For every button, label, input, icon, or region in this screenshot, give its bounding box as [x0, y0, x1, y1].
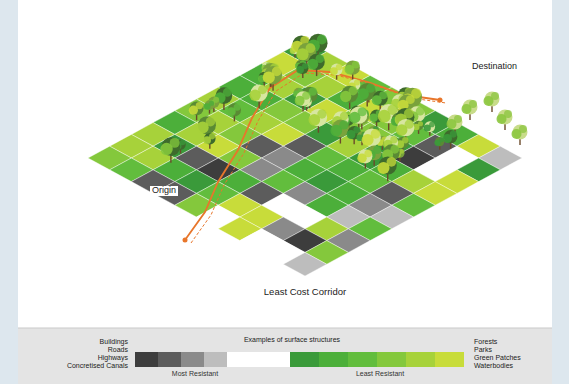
- iso-grid: [88, 40, 522, 276]
- ramp-swatch: [204, 352, 227, 367]
- trees: [160, 34, 527, 181]
- tree: [497, 110, 513, 131]
- tree: [330, 64, 343, 80]
- map-label: Least Cost Corridor: [264, 287, 346, 297]
- ramp-swatch: [290, 352, 319, 367]
- tree: [462, 100, 478, 121]
- ramp-swatch: [181, 352, 204, 367]
- tree: [424, 121, 435, 136]
- tree: [296, 63, 308, 79]
- ramp-swatch: [348, 352, 377, 367]
- legend-label: Least Resistant: [356, 370, 404, 378]
- map-label: Destination: [470, 62, 519, 72]
- tree: [249, 84, 267, 107]
- tree: [307, 54, 324, 76]
- tree: [512, 125, 528, 146]
- legend-swatch: [435, 352, 464, 367]
- tree: [160, 137, 180, 163]
- ramp-swatch: [406, 352, 435, 367]
- legend-item: Roads: [108, 346, 128, 354]
- tree: [227, 103, 241, 121]
- tree: [189, 101, 204, 120]
- tree: [330, 120, 349, 144]
- legend-title: Examples of surface structures: [244, 336, 340, 344]
- legend-item: Parks: [474, 346, 492, 354]
- end-point: [183, 238, 188, 243]
- resistance-ramp: [158, 352, 435, 367]
- legend-item: Buildings: [100, 338, 128, 346]
- tree: [413, 121, 423, 134]
- tree: [377, 156, 396, 181]
- ramp-swatch: [377, 352, 406, 367]
- tree: [357, 149, 372, 168]
- tree: [434, 137, 444, 150]
- corridor-line: [191, 73, 446, 243]
- corridor-line: [185, 70, 440, 240]
- end-point: [438, 98, 443, 103]
- tree: [345, 60, 360, 80]
- ramp-swatch: [227, 352, 290, 367]
- legend-item: Waterbodies: [474, 362, 513, 370]
- ramp-swatch: [319, 352, 348, 367]
- divider: [18, 328, 552, 329]
- tree: [204, 100, 214, 113]
- ramp-swatch: [158, 352, 181, 367]
- legend-item: Green Patches: [474, 354, 521, 362]
- tree: [203, 133, 215, 149]
- corridor-path: [183, 70, 447, 243]
- tree: [484, 92, 500, 113]
- tree: [295, 91, 311, 111]
- legend-item: Highways: [98, 354, 128, 362]
- white-panel: [18, 0, 552, 328]
- legend-item: Concretised Canals: [67, 362, 128, 370]
- legend-panel: [18, 328, 552, 384]
- tree: [340, 86, 358, 109]
- legend-item: Forests: [474, 338, 497, 346]
- legend-swatch: [135, 352, 158, 367]
- map-label: Origin: [150, 186, 178, 196]
- tree: [308, 109, 327, 133]
- grid-cell: [283, 252, 326, 276]
- legend-label: Most Resistant: [172, 370, 218, 378]
- tree: [443, 130, 457, 148]
